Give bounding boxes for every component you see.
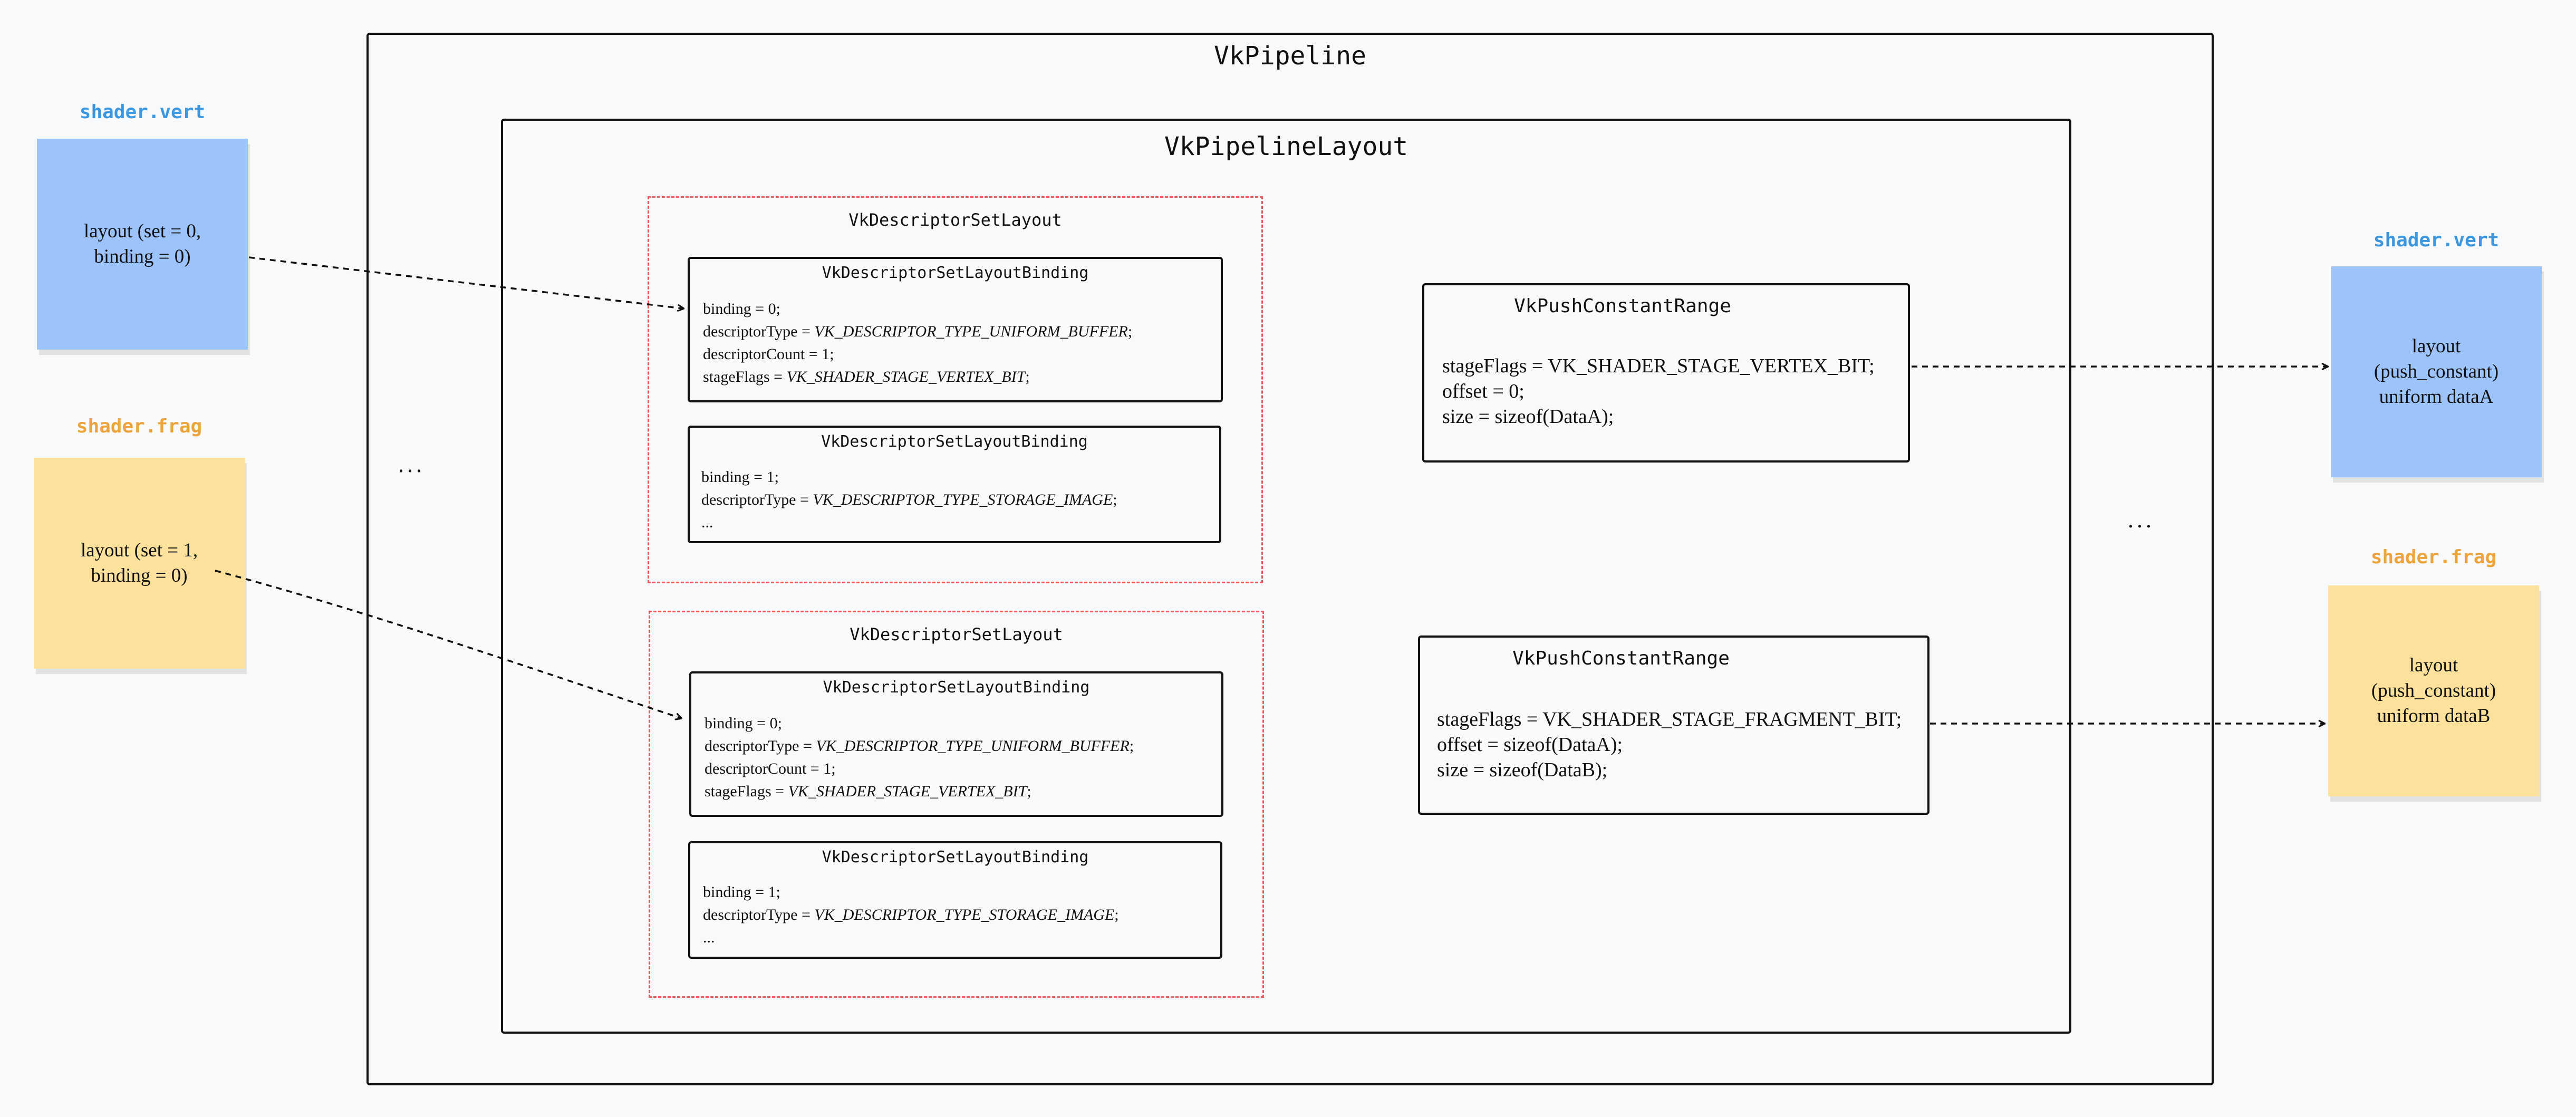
push-constant-range-2-fields: stageFlags = VK_SHADER_STAGE_FRAGMENT_BI… [1437, 707, 1902, 783]
right-shader-vert-label: shader.vert [2373, 229, 2500, 251]
ellipsis-left: ... [398, 451, 425, 477]
left-shader-frag-note: layout (set = 1, binding = 0) [34, 458, 245, 669]
note-line: (push_constant) [2371, 680, 2496, 701]
set2-binding-1-title: VkDescriptorSetLayoutBinding [822, 848, 1089, 866]
right-shader-frag-label: shader.frag [2370, 546, 2497, 568]
push-constant-range-1-fields: stageFlags = VK_SHADER_STAGE_VERTEX_BIT;… [1442, 353, 1875, 429]
field-stage-flags: stageFlags = VK_SHADER_STAGE_VERTEX_BIT; [1442, 355, 1875, 377]
field-offset: offset = sizeof(DataA); [1437, 734, 1623, 756]
left-shader-vert-note: layout (set = 0, binding = 0) [37, 139, 248, 350]
vkpipelinelayout-frame [501, 119, 2071, 1034]
field-binding: binding = 1; [703, 883, 780, 901]
field-binding: binding = 0; [705, 715, 782, 732]
right-shader-frag-note: layout (push_constant)uniform dataB [2328, 585, 2539, 796]
vkpipeline-frame [366, 33, 2214, 1085]
set2-binding-0-fields: binding = 0; descriptorType = VK_DESCRIP… [705, 712, 1134, 803]
left-shader-frag-label: shader.frag [76, 416, 202, 437]
arrow-frag-to-set2 [215, 570, 681, 718]
field-descriptor-type: descriptorType = VK_DESCRIPTOR_TYPE_STOR… [701, 491, 1117, 508]
field-descriptor-type: descriptorType = VK_DESCRIPTOR_TYPE_STOR… [703, 906, 1119, 923]
descriptor-set-layout-1 [648, 196, 1263, 583]
set2-binding-1-fields: binding = 1; descriptorType = VK_DESCRIP… [703, 881, 1119, 949]
field-size: size = sizeof(DataA); [1442, 406, 1614, 428]
descriptor-set-layout-2-title: VkDescriptorSetLayout [850, 624, 1063, 644]
field-binding: binding = 1; [701, 468, 779, 486]
descriptor-set-layout-1-title: VkDescriptorSetLayout [848, 210, 1062, 230]
ellipsis-right: ... [2128, 507, 2155, 533]
field-size: size = sizeof(DataB); [1437, 759, 1608, 781]
field-binding: binding = 0; [703, 300, 780, 317]
field-more: ... [701, 514, 713, 531]
set1-binding-0-fields: binding = 0; descriptorType = VK_DESCRIP… [703, 297, 1132, 388]
set1-binding-0-title: VkDescriptorSetLayoutBinding [822, 264, 1089, 282]
field-stage-flags: stageFlags = VK_SHADER_STAGE_VERTEX_BIT; [705, 783, 1031, 800]
push-constant-range-2-title: VkPushConstantRange [1512, 648, 1730, 669]
vkpipelinelayout-title: VkPipelineLayout [1164, 132, 1408, 161]
set2-binding-1 [688, 841, 1222, 959]
set2-binding-0-title: VkDescriptorSetLayoutBinding [823, 678, 1090, 697]
set1-binding-1-title: VkDescriptorSetLayoutBinding [821, 432, 1088, 451]
note-line: binding = 0) [91, 565, 188, 586]
field-stage-flags: stageFlags = VK_SHADER_STAGE_FRAGMENT_BI… [1437, 708, 1902, 730]
set1-binding-0 [688, 257, 1223, 402]
field-descriptor-count: descriptorCount = 1; [703, 345, 834, 363]
set2-binding-0 [689, 671, 1223, 817]
push-constant-range-2 [1418, 635, 1929, 815]
field-descriptor-type: descriptorType = VK_DESCRIPTOR_TYPE_UNIF… [705, 737, 1134, 755]
field-descriptor-count: descriptorCount = 1; [705, 760, 836, 777]
push-constant-range-1-title: VkPushConstantRange [1514, 295, 1731, 317]
field-more: ... [703, 929, 715, 946]
note-line: layout [2411, 335, 2461, 357]
descriptor-set-layout-2 [649, 611, 1264, 998]
note-line: layout [2409, 654, 2458, 676]
arrow-vert-to-set1 [248, 256, 683, 309]
set1-binding-1-fields: binding = 1; descriptorType = VK_DESCRIP… [701, 466, 1117, 534]
note-line: layout (set = 1, [80, 540, 198, 561]
right-shader-vert-note: layout (push_constant)uniform dataA [2331, 266, 2542, 477]
note-line: (push_constant) [2374, 361, 2499, 382]
push-constant-range-1 [1422, 283, 1910, 463]
left-shader-vert-label: shader.vert [79, 101, 206, 123]
set1-binding-1 [688, 426, 1221, 543]
note-line: binding = 0) [94, 246, 191, 267]
note-line: uniform dataB [2377, 705, 2491, 727]
field-descriptor-type: descriptorType = VK_DESCRIPTOR_TYPE_UNIF… [703, 323, 1133, 340]
note-line: layout (set = 0, [83, 220, 201, 242]
field-stage-flags: stageFlags = VK_SHADER_STAGE_VERTEX_BIT; [703, 368, 1030, 386]
vkpipeline-title: VkPipeline [1214, 41, 1366, 71]
field-offset: offset = 0; [1442, 380, 1525, 402]
note-line: uniform dataA [2379, 386, 2494, 408]
